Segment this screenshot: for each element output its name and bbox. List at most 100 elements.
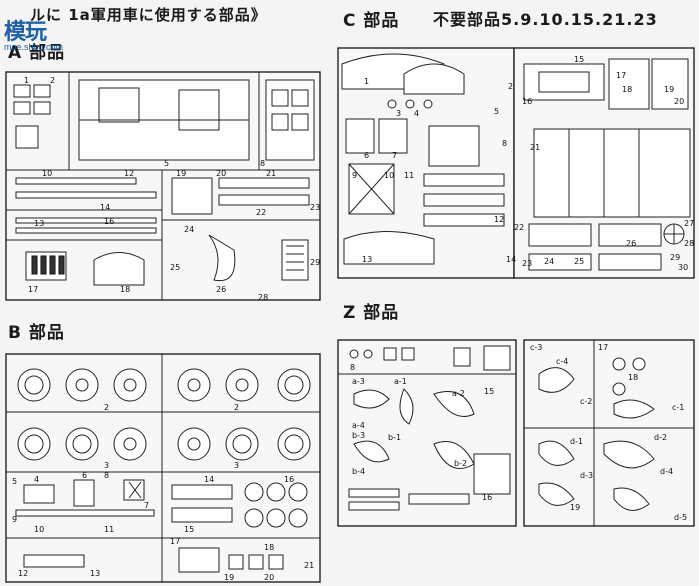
- svg-text:6: 6: [364, 151, 369, 160]
- svg-text:22: 22: [256, 208, 266, 217]
- wheel-row-2: [17, 427, 311, 461]
- svg-text:20: 20: [264, 573, 274, 582]
- svg-text:15: 15: [484, 387, 494, 396]
- svg-text:8: 8: [260, 159, 265, 168]
- svg-text:5: 5: [164, 159, 169, 168]
- svg-text:19: 19: [570, 503, 580, 512]
- svg-text:25: 25: [574, 257, 584, 266]
- svg-text:30: 30: [678, 263, 688, 272]
- svg-text:7: 7: [144, 501, 149, 510]
- svg-text:4: 4: [414, 109, 419, 118]
- svg-text:2: 2: [104, 403, 109, 412]
- section-a-label: A 部品: [8, 43, 66, 63]
- svg-text:a-3: a-3: [352, 377, 365, 386]
- svg-text:6: 6: [82, 471, 87, 480]
- svg-text:a-1: a-1: [394, 377, 407, 386]
- svg-text:b-4: b-4: [352, 467, 365, 476]
- svg-text:26: 26: [626, 239, 636, 248]
- svg-text:4: 4: [34, 475, 39, 484]
- svg-text:c-3: c-3: [530, 343, 542, 352]
- svg-text:29: 29: [310, 258, 320, 267]
- svg-text:5: 5: [494, 107, 499, 116]
- svg-text:16: 16: [104, 217, 114, 226]
- svg-text:12: 12: [124, 169, 134, 178]
- svg-text:20: 20: [674, 97, 684, 106]
- watermark-logo: 模玩 moe.shou.com: [4, 14, 63, 52]
- wheel-row-1: [17, 368, 311, 402]
- svg-text:12: 12: [494, 215, 504, 224]
- svg-text:16: 16: [482, 493, 492, 502]
- svg-text:15: 15: [574, 55, 584, 64]
- svg-text:19: 19: [176, 169, 186, 178]
- svg-text:25: 25: [170, 263, 180, 272]
- svg-text:28: 28: [684, 239, 694, 248]
- svg-text:a-2: a-2: [452, 389, 465, 398]
- svg-text:21: 21: [266, 169, 276, 178]
- svg-text:13: 13: [90, 569, 100, 578]
- svg-text:1: 1: [24, 76, 29, 85]
- svg-text:9: 9: [352, 171, 357, 180]
- svg-text:24: 24: [184, 225, 194, 234]
- svg-text:23: 23: [310, 203, 320, 212]
- svg-text:13: 13: [34, 219, 44, 228]
- svg-text:15: 15: [184, 525, 194, 534]
- svg-text:b-1: b-1: [388, 433, 401, 442]
- svg-text:20: 20: [216, 169, 226, 178]
- svg-text:21: 21: [304, 561, 314, 570]
- svg-text:17: 17: [598, 343, 608, 352]
- svg-text:7: 7: [392, 151, 397, 160]
- svg-text:10: 10: [384, 171, 394, 180]
- sprue-b-frame: [5, 353, 321, 583]
- svg-text:c-2: c-2: [580, 397, 592, 406]
- svg-text:27: 27: [684, 219, 694, 228]
- svg-text:10: 10: [42, 169, 52, 178]
- svg-text:14: 14: [506, 255, 516, 264]
- section-b-label: B 部品: [8, 323, 65, 343]
- svg-text:13: 13: [362, 255, 372, 264]
- svg-text:23: 23: [522, 259, 532, 268]
- watermark-url: moe.shou.com: [4, 42, 64, 52]
- svg-text:18: 18: [622, 85, 632, 94]
- svg-text:c-4: c-4: [556, 357, 568, 366]
- svg-text:b-2: b-2: [454, 459, 467, 468]
- svg-text:3: 3: [396, 109, 401, 118]
- section-c-label: C 部品: [343, 11, 400, 31]
- svg-text:a-4: a-4: [352, 421, 365, 430]
- svg-text:14: 14: [204, 475, 214, 484]
- svg-text:8: 8: [350, 363, 355, 372]
- svg-text:18: 18: [264, 543, 274, 552]
- svg-text:d-5: d-5: [674, 513, 687, 522]
- svg-text:12: 12: [18, 569, 28, 578]
- page-title: ルに 1a軍用車に使用する部品》: [30, 6, 267, 24]
- svg-text:3: 3: [104, 461, 109, 470]
- svg-text:26: 26: [216, 285, 226, 294]
- svg-text:14: 14: [100, 203, 110, 212]
- svg-text:d-2: d-2: [654, 433, 667, 442]
- section-z-label: Z 部品: [343, 303, 400, 323]
- svg-text:16: 16: [284, 475, 294, 484]
- svg-text:19: 19: [224, 573, 234, 582]
- svg-text:8: 8: [502, 139, 507, 148]
- section-c-unused-label: 不要部品5.9.10.15.21.23: [433, 10, 658, 29]
- svg-text:11: 11: [404, 171, 414, 180]
- svg-text:19: 19: [664, 85, 674, 94]
- svg-text:1: 1: [364, 77, 369, 86]
- svg-text:18: 18: [628, 373, 638, 382]
- svg-text:17: 17: [616, 71, 626, 80]
- svg-text:3: 3: [234, 461, 239, 470]
- svg-text:28: 28: [258, 293, 268, 302]
- svg-text:17: 17: [28, 285, 38, 294]
- svg-text:9: 9: [12, 515, 17, 524]
- svg-text:16: 16: [522, 97, 532, 106]
- svg-text:d-3: d-3: [580, 471, 593, 480]
- svg-text:24: 24: [544, 257, 554, 266]
- canopy-part: [533, 128, 691, 218]
- svg-text:8: 8: [104, 471, 109, 480]
- svg-text:d-4: d-4: [660, 467, 673, 476]
